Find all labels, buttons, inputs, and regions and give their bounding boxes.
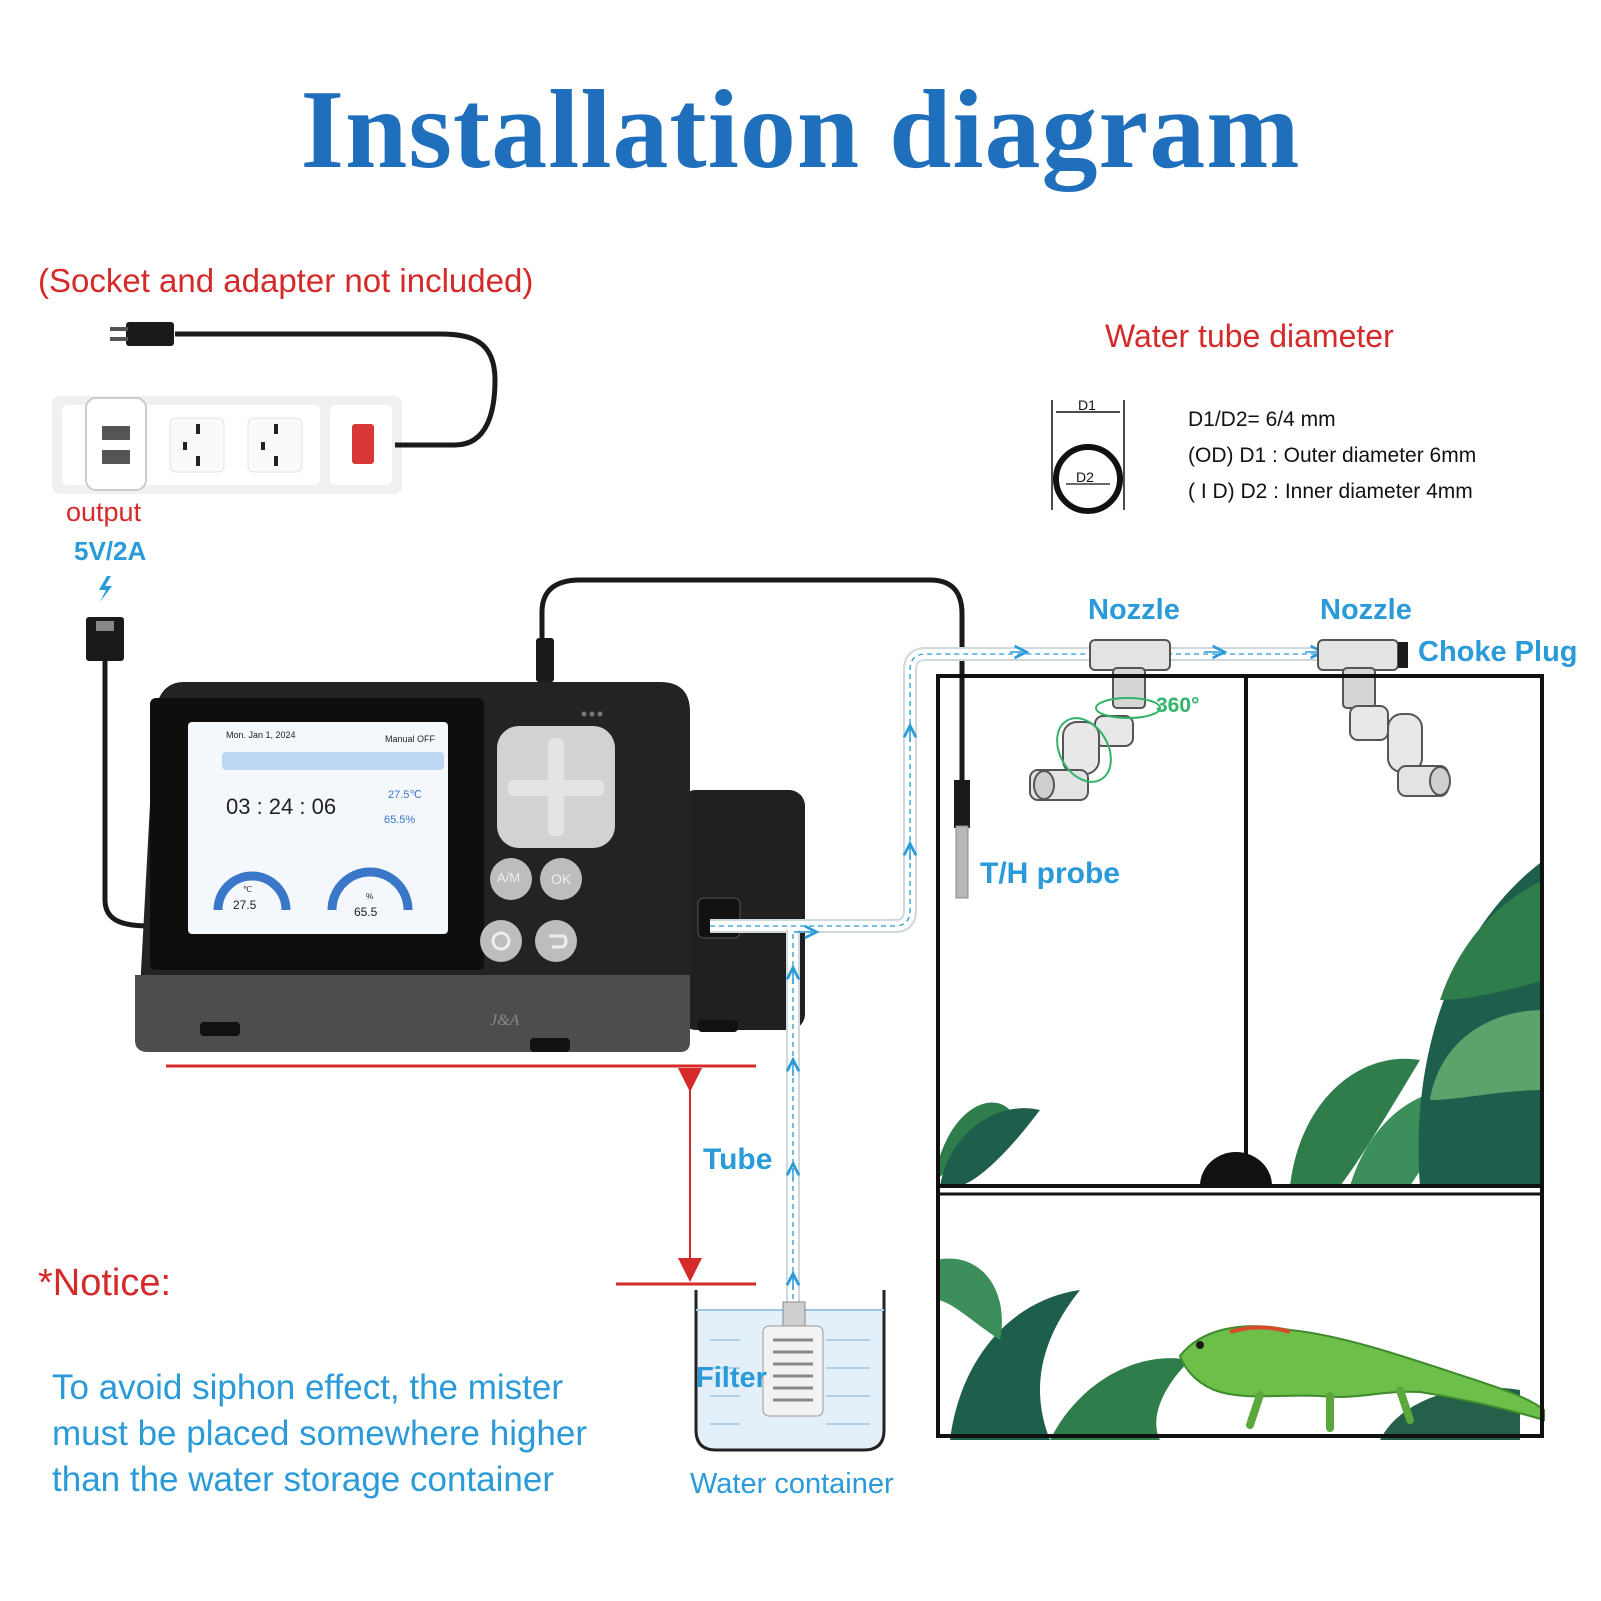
- notice-line-1: To avoid siphon effect, the mister: [52, 1368, 563, 1408]
- return-icon: [535, 920, 577, 962]
- water-container-label: Water container: [690, 1468, 894, 1501]
- choke-plug-label: Choke Plug: [1418, 636, 1578, 669]
- tube-diameter-icon: D1 D2: [1052, 397, 1124, 511]
- am-button[interactable]: A/M: [497, 870, 520, 885]
- gauge-hum-unit: %: [366, 892, 373, 901]
- d1-tag: D1: [1078, 397, 1096, 413]
- d2-tag: D2: [1076, 469, 1094, 485]
- settings-icon: [480, 920, 522, 962]
- brand-logo: J&A: [490, 1012, 519, 1030]
- nozzle-label-1: Nozzle: [1088, 594, 1180, 627]
- nozzle-1: [1030, 640, 1170, 800]
- tube-label: Tube: [703, 1143, 772, 1177]
- screen-humidity: 65.5%: [384, 814, 415, 826]
- th-probe: [954, 780, 970, 898]
- gauge-temp: 27.5: [233, 898, 256, 912]
- screen-mode: Manual OFF: [385, 734, 435, 744]
- gauge-temp-unit: ℃: [243, 885, 252, 894]
- nozzle-label-2: Nozzle: [1320, 594, 1412, 627]
- lightning-icon: [99, 576, 112, 602]
- notice-line-2: must be placed somewhere higher: [52, 1414, 587, 1454]
- gauge-hum: 65.5: [354, 905, 377, 919]
- screen-time: 03 : 24 : 06: [226, 794, 336, 820]
- probe-label: T/H probe: [980, 857, 1120, 891]
- ok-button[interactable]: OK: [551, 871, 571, 887]
- filter-label: Filter: [696, 1362, 767, 1395]
- choke-plug: [1398, 642, 1408, 668]
- rotation-label: 360°: [1156, 694, 1199, 718]
- power-plug: [126, 322, 174, 346]
- screen-temp: 27.5℃: [388, 788, 422, 801]
- notice-title: *Notice:: [38, 1262, 171, 1305]
- screen-date: Mon. Jan 1, 2024: [226, 730, 296, 740]
- terrarium: [936, 676, 1544, 1440]
- power-strip: [52, 396, 402, 494]
- notice-line-3: than the water storage container: [52, 1460, 554, 1500]
